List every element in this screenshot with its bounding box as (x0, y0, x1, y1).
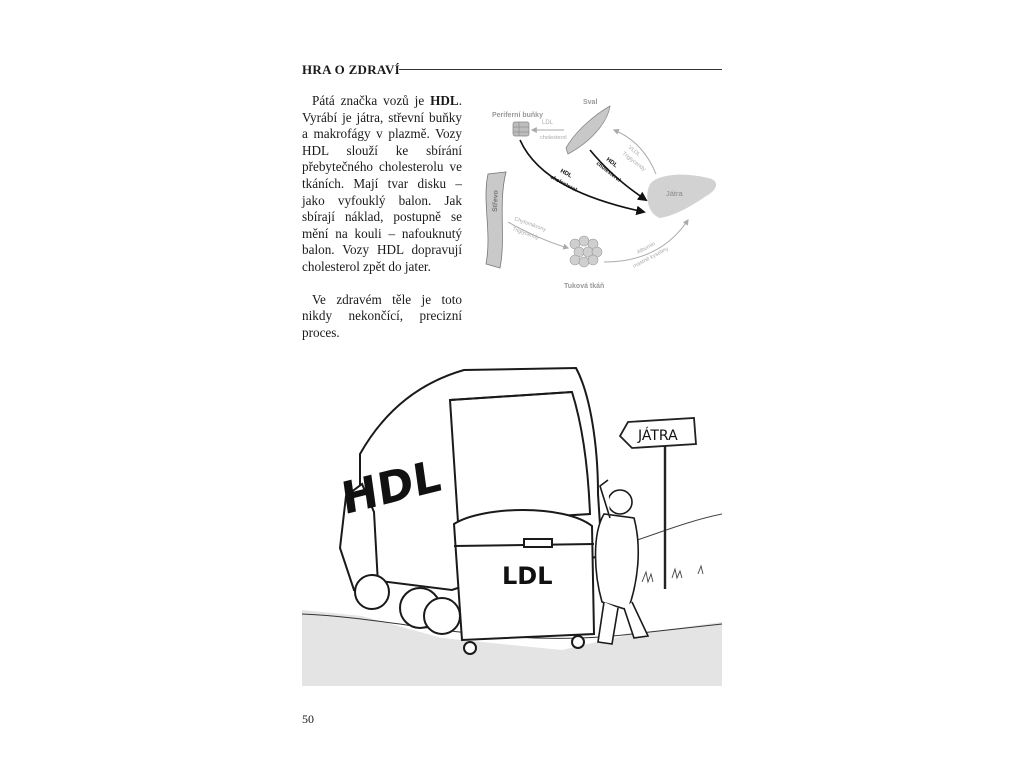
label-strevo: Střevo (492, 190, 500, 212)
intestine-icon (485, 171, 507, 269)
p1-start: Pátá značka vozů je (312, 93, 431, 108)
ldl-container (452, 509, 596, 655)
grass (641, 564, 704, 584)
man-body (594, 513, 640, 611)
label-ldl: LDL (542, 120, 554, 126)
cholesterol-transport-diagram: Periferní buňky Sval Játra Střevo Tuková… (485, 99, 717, 290)
label-tukova-tkan: Tuková tkáň (564, 283, 604, 290)
man-legs (597, 601, 650, 645)
sign-board (618, 417, 697, 449)
vldl-arrow (612, 128, 657, 175)
chylomicron-arrow (507, 221, 570, 250)
header-rule (399, 69, 722, 70)
wheel-1 (354, 574, 390, 610)
label-ldl-cholesterol: cholesterol (540, 135, 567, 141)
peripheral-cells-icon (512, 121, 530, 137)
fat-tissue-icon (569, 235, 603, 268)
paragraph-1: Pátá značka vozů je HDL. Vyrábí je játra… (302, 93, 462, 276)
wheel-3 (423, 597, 461, 635)
hdl-truck-cartoon: JÁTRA HDL LDL (302, 366, 722, 686)
container-label: LDL (502, 562, 553, 590)
man-arm (599, 479, 611, 519)
sign-label: JÁTRA (637, 427, 678, 444)
p1-rest: . Vyrábí je játra, střevní buňky a makro… (302, 93, 462, 274)
chapter-title: HRA O ZDRAVÍ (302, 62, 400, 77)
label-jatra: Játra (666, 189, 684, 198)
man-figure (594, 479, 650, 645)
albumin-arrow (603, 219, 689, 263)
liver-icon (647, 174, 717, 218)
road-edge (302, 610, 722, 686)
p1-bold-hdl: HDL (430, 93, 459, 108)
muscle-icon (565, 105, 611, 155)
label-sval: Sval (583, 99, 597, 106)
hdl-arrow-muscle (589, 149, 648, 202)
truck-rear-opening (448, 390, 592, 524)
paragraph-2: Ve zdravém těle je toto nikdy nekončící,… (302, 291, 462, 340)
hdl-arrow-peripheral (519, 139, 646, 216)
body-text: Pátá značka vozů je HDL. Vyrábí je játra… (302, 93, 462, 357)
page-number: 50 (302, 712, 314, 726)
label-hdl-a: HDL (559, 168, 573, 179)
man-head (607, 489, 633, 515)
label-periferni-bunky: Periferní buňky (492, 112, 543, 119)
label-hdl-a-cholesterol: cholesterol (549, 174, 578, 193)
chapter-header: HRA O ZDRAVÍ (302, 62, 722, 78)
